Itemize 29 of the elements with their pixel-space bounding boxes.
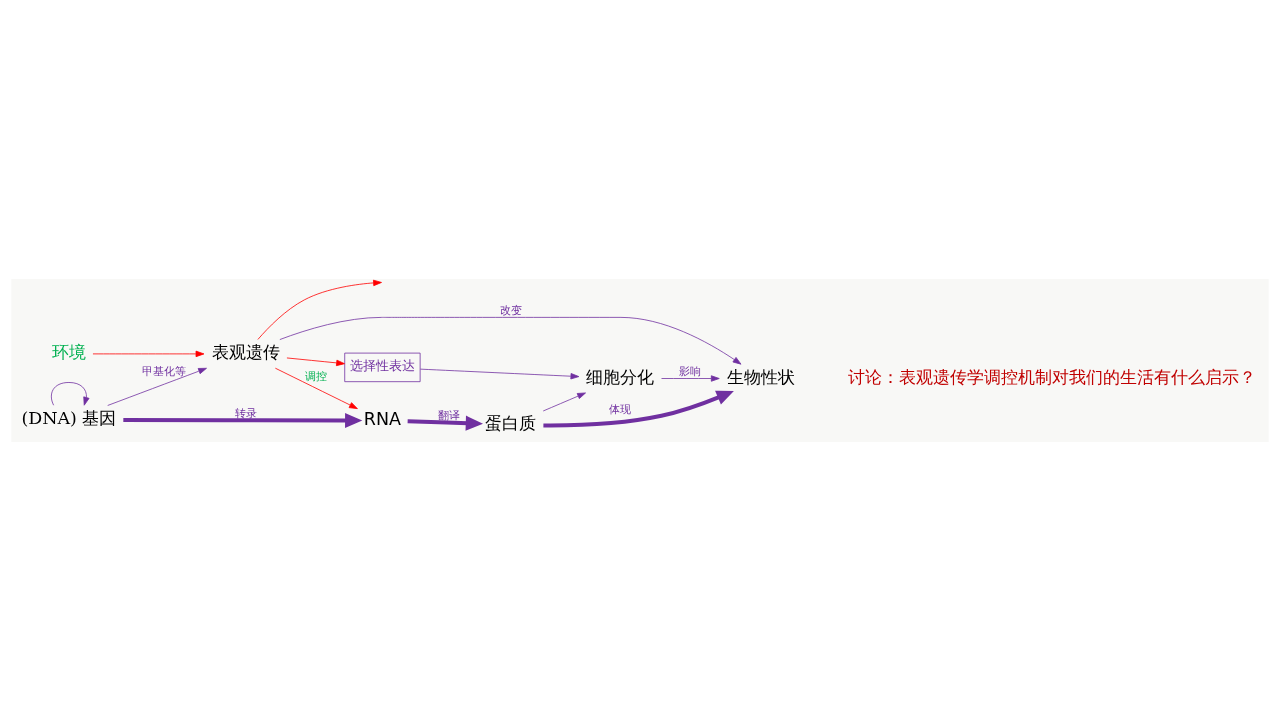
arrow [286, 357, 345, 366]
node-text: RNA [363, 408, 401, 429]
edge-label: 影响 [679, 364, 702, 378]
arrow [407, 415, 483, 431]
node-text: 表观遗传 [211, 341, 280, 362]
arrow [92, 350, 205, 357]
edge-label: 甲基化等 [141, 364, 186, 378]
edge-label: 翻译 [438, 408, 461, 422]
edge-label: 调控 [304, 369, 327, 383]
arrow [274, 367, 358, 409]
arrow [661, 374, 720, 382]
arrow [107, 367, 207, 406]
node-text: 细胞分化 [586, 366, 655, 387]
edge-label: 改变 [499, 303, 522, 317]
node-text: (DNA) 基因 [21, 407, 117, 428]
arrow [123, 412, 363, 428]
arrow [50, 381, 90, 406]
arrow [279, 316, 742, 365]
arrow [420, 368, 580, 379]
node-text: 环境 [51, 341, 86, 362]
label: 讨论：表观遗传学调控机制对我们的生活有什么启示？ [847, 366, 1256, 387]
arrow [542, 392, 586, 411]
node-box: 选择性表达 [344, 352, 421, 382]
arrow [543, 390, 734, 427]
node-text: 生物性状 [726, 366, 795, 387]
arrow [257, 279, 382, 340]
edge-label: 转录 [234, 406, 257, 420]
node-text: 蛋白质 [485, 412, 537, 433]
edge-label: 体现 [609, 402, 632, 416]
